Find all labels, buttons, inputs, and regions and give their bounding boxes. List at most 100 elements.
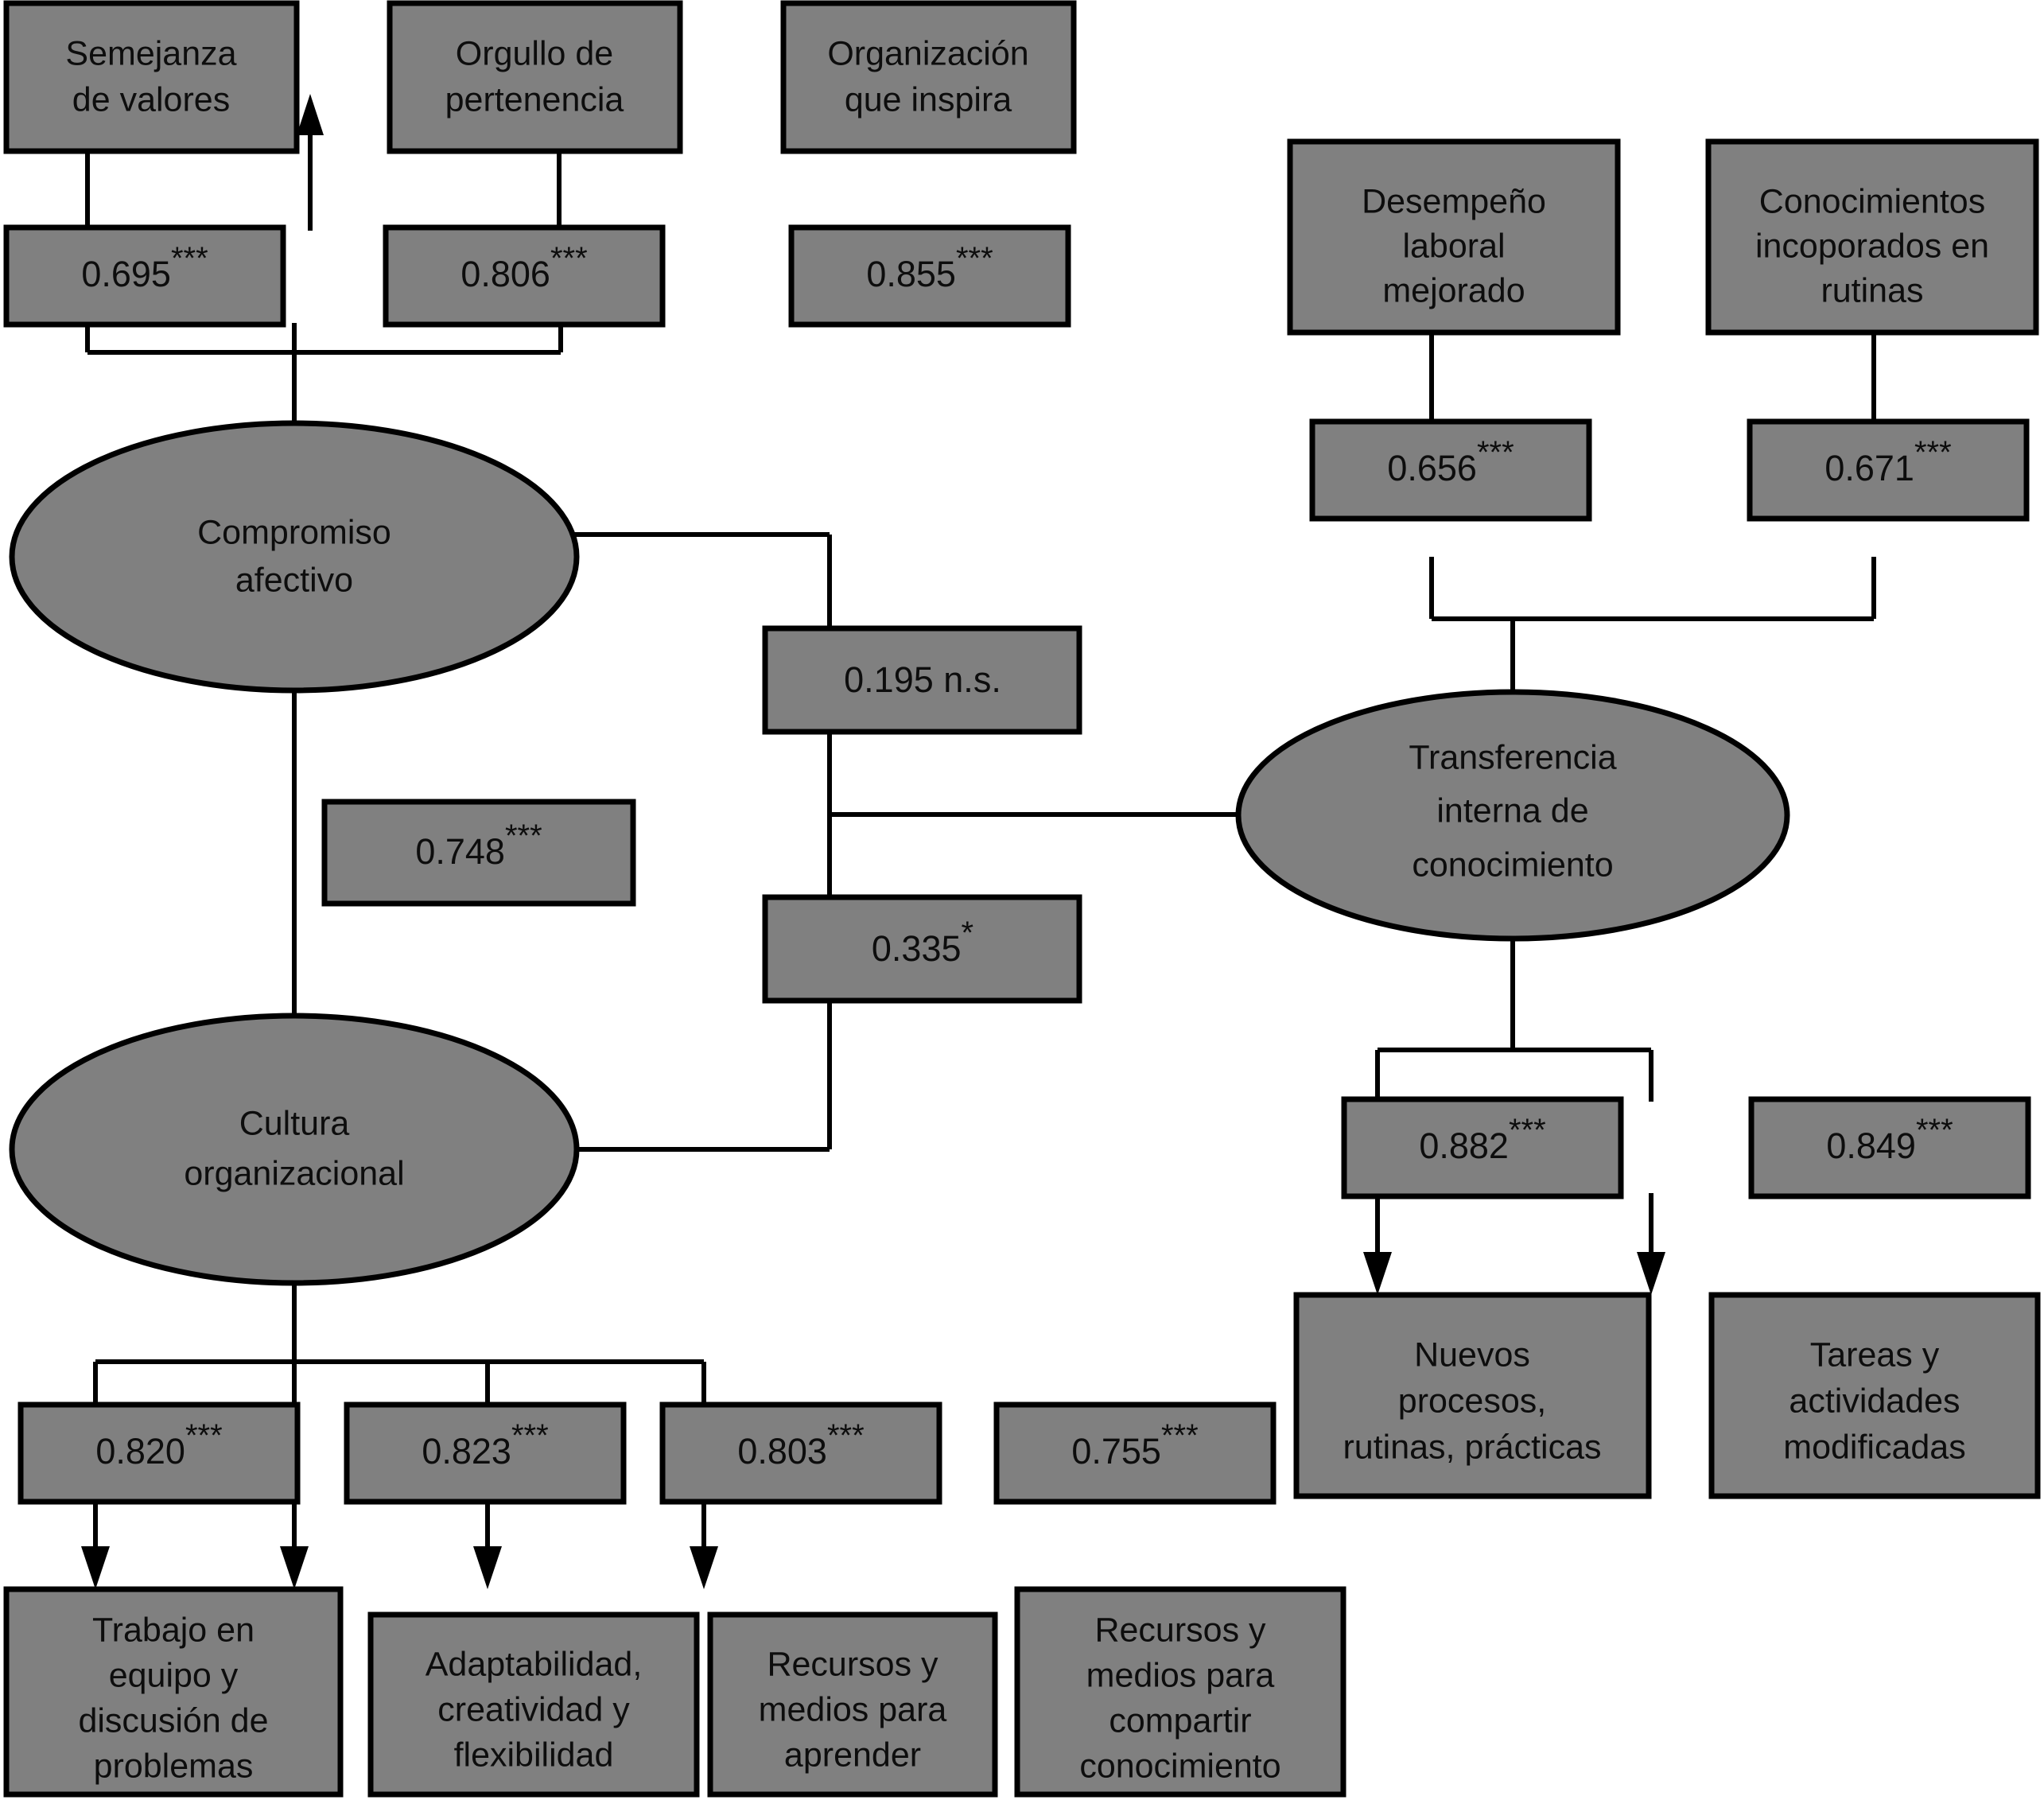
indicator-box-recursos-compartir[interactable]: Recursos y medios para compartir conocim… — [1014, 1586, 1346, 1798]
coefficient-box-compromiso-transferencia[interactable]: 0.195 n.s. — [762, 625, 1082, 735]
coefficient-rect-desempeno — [1309, 418, 1592, 522]
coefficient-label-cultura-compromiso: 0.748*** — [415, 818, 542, 872]
indicator-box-orgullo[interactable]: Orgullo de pertenencia — [387, 0, 683, 154]
indicator-box-recursos-aprender[interactable]: Recursos y medios para aprender — [707, 1611, 998, 1798]
indicator-rect-recursos-compartir — [1014, 1586, 1346, 1798]
coefficient-box-nuevos[interactable]: 0.882*** — [1341, 1096, 1624, 1199]
indicator-label-tareas-line3: modificadas — [1783, 1428, 1965, 1466]
latent-label-compromiso-line1: Compromiso — [197, 513, 391, 551]
indicator-label-desempeno-line3: mejorado — [1382, 271, 1525, 309]
arrowhead-trabajo — [81, 1546, 110, 1589]
coefficient-label-cultura-transferencia: 0.335* — [872, 916, 973, 969]
coefficient-rect-recursos-compartir — [993, 1402, 1277, 1505]
indicator-label-recursos-compartir-line2: medios para — [1086, 1656, 1275, 1694]
indicator-label-orgullo-line2: pertenencia — [445, 80, 624, 119]
coefficient-rect-recursos-aprender — [659, 1402, 942, 1505]
indicator-label-semejanza-line2: de valores — [72, 80, 230, 119]
coefficient-box-trabajo[interactable]: 0.820*** — [17, 1402, 301, 1505]
arrowhead-orgullo — [297, 94, 324, 135]
coefficient-label-inspira: 0.855*** — [866, 241, 993, 294]
indicator-rect-trabajo — [3, 1586, 344, 1798]
coefficient-rect-inspira — [788, 224, 1071, 328]
coefficient-box-orgullo[interactable]: 0.806*** — [383, 224, 666, 328]
coefficient-box-cultura-transferencia[interactable]: 0.335* — [762, 894, 1082, 1004]
latent-node-transferencia[interactable]: Transferencia interna de conocimiento — [1235, 689, 1790, 942]
indicator-label-trabajo-line2: equipo y — [109, 1656, 239, 1694]
indicator-label-inspira-line2: que inspira — [845, 80, 1012, 119]
indicator-rect-desempeno — [1287, 138, 1621, 336]
coefficient-box-semejanza[interactable]: 0.695*** — [3, 224, 286, 328]
coefficient-label-nuevos: 0.882*** — [1419, 1113, 1545, 1166]
indicator-rect-recursos-aprender — [707, 1611, 998, 1798]
coefficient-rect-trabajo — [17, 1402, 301, 1505]
indicator-box-nuevos[interactable]: Nuevos procesos, rutinas, prácticas — [1293, 1292, 1652, 1499]
arrowhead-nuevos — [1363, 1252, 1392, 1295]
coefficient-box-adaptabilidad[interactable]: 0.823*** — [344, 1402, 627, 1505]
latent-label-transferencia-line2: interna de — [1436, 791, 1588, 830]
indicator-rect-semejanza — [3, 0, 300, 154]
indicator-label-desempeno-line2: laboral — [1402, 227, 1505, 265]
indicator-label-conocimientos-line3: rutinas — [1821, 271, 1923, 309]
coefficient-label-recursos-compartir: 0.755*** — [1071, 1418, 1198, 1471]
latent-label-transferencia-line1: Transferencia — [1409, 738, 1616, 776]
latent-node-cultura[interactable]: Cultura organizacional — [9, 1013, 580, 1286]
coefficient-rect-cultura-compromiso — [321, 799, 636, 907]
indicator-label-desempeno-line1: Desempeño — [1362, 182, 1546, 220]
coefficient-box-cultura-compromiso[interactable]: 0.748*** — [321, 799, 636, 907]
indicator-box-inspira[interactable]: Organización que inspira — [780, 0, 1077, 154]
indicator-label-recursos-aprender-line2: medios para — [759, 1690, 947, 1728]
indicator-label-inspira-line1: Organización — [827, 34, 1028, 72]
coefficient-box-inspira[interactable]: 0.855*** — [788, 224, 1071, 328]
indicator-label-semejanza-line1: Semejanza — [65, 34, 236, 72]
coefficient-label-desempeno: 0.656*** — [1387, 435, 1514, 488]
indicator-rect-inspira — [780, 0, 1077, 154]
indicator-box-trabajo[interactable]: Trabajo en equipo y discusión de problem… — [3, 1586, 344, 1798]
indicator-label-adaptabilidad-line3: flexibilidad — [454, 1736, 614, 1774]
indicator-rect-conocimientos — [1705, 138, 2039, 336]
indicator-box-semejanza[interactable]: Semejanza de valores — [3, 0, 300, 154]
indicator-label-recursos-compartir-line1: Recursos y — [1094, 1611, 1266, 1649]
indicator-box-tareas[interactable]: Tareas y actividades modificadas — [1708, 1292, 2041, 1499]
coefficient-rect-tareas — [1748, 1096, 2031, 1199]
latent-ellipse-cultura — [9, 1013, 580, 1286]
arrowhead-tareas — [1637, 1252, 1665, 1295]
indicator-label-conocimientos-line2: incoporados en — [1755, 227, 1989, 265]
coefficient-rect-conocimientos — [1747, 418, 2030, 522]
indicator-label-tareas-line1: Tareas y — [1810, 1335, 1940, 1374]
coefficient-box-recursos-aprender[interactable]: 0.803*** — [659, 1402, 942, 1505]
coefficient-label-semejanza: 0.695*** — [81, 241, 208, 294]
coefficient-rect-semejanza — [3, 224, 286, 328]
indicator-label-nuevos-line2: procesos, — [1398, 1382, 1546, 1420]
indicator-label-adaptabilidad-line2: creatividad y — [437, 1690, 630, 1728]
coefficient-label-adaptabilidad: 0.823*** — [422, 1418, 548, 1471]
latent-label-transferencia-line3: conocimiento — [1412, 846, 1613, 884]
indicator-box-adaptabilidad[interactable]: Adaptabilidad, creatividad y flexibilida… — [367, 1611, 700, 1798]
indicator-label-nuevos-line3: rutinas, prácticas — [1343, 1428, 1601, 1466]
latent-label-compromiso-line2: afectivo — [235, 561, 353, 599]
indicator-label-recursos-aprender-line1: Recursos y — [767, 1645, 938, 1683]
coefficient-rect-adaptabilidad — [344, 1402, 627, 1505]
indicator-label-nuevos-line1: Nuevos — [1414, 1335, 1530, 1374]
coefficient-box-conocimientos[interactable]: 0.671*** — [1747, 418, 2030, 522]
coefficient-box-tareas[interactable]: 0.849*** — [1748, 1096, 2031, 1199]
indicator-label-orgullo-line1: Orgullo de — [456, 34, 613, 72]
latent-node-compromiso[interactable]: Compromiso afectivo — [9, 420, 580, 694]
coefficient-rect-orgullo — [383, 224, 666, 328]
indicator-label-trabajo-line4: problemas — [94, 1747, 254, 1785]
coefficient-box-recursos-compartir[interactable]: 0.755*** — [993, 1402, 1277, 1505]
coefficient-label-compromiso-transferencia: 0.195 n.s. — [844, 659, 1001, 700]
indicator-label-trabajo-line3: discusión de — [78, 1701, 268, 1740]
latent-ellipse-compromiso — [9, 420, 580, 694]
indicator-box-desempeno[interactable]: Desempeño laboral mejorado — [1287, 138, 1621, 336]
indicator-label-recursos-aprender-line3: aprender — [784, 1736, 921, 1774]
coefficient-label-conocimientos: 0.671*** — [1824, 435, 1951, 488]
indicator-label-trabajo-line1: Trabajo en — [92, 1611, 255, 1649]
coefficient-rect-compromiso-transferencia — [762, 625, 1082, 735]
coefficient-label-recursos-aprender: 0.803*** — [737, 1418, 864, 1471]
indicator-box-conocimientos[interactable]: Conocimientos incoporados en rutinas — [1705, 138, 2039, 336]
coefficient-box-desempeno[interactable]: 0.656*** — [1309, 418, 1592, 522]
coefficient-rect-nuevos — [1341, 1096, 1624, 1199]
latent-label-cultura-line2: organizacional — [184, 1154, 404, 1192]
